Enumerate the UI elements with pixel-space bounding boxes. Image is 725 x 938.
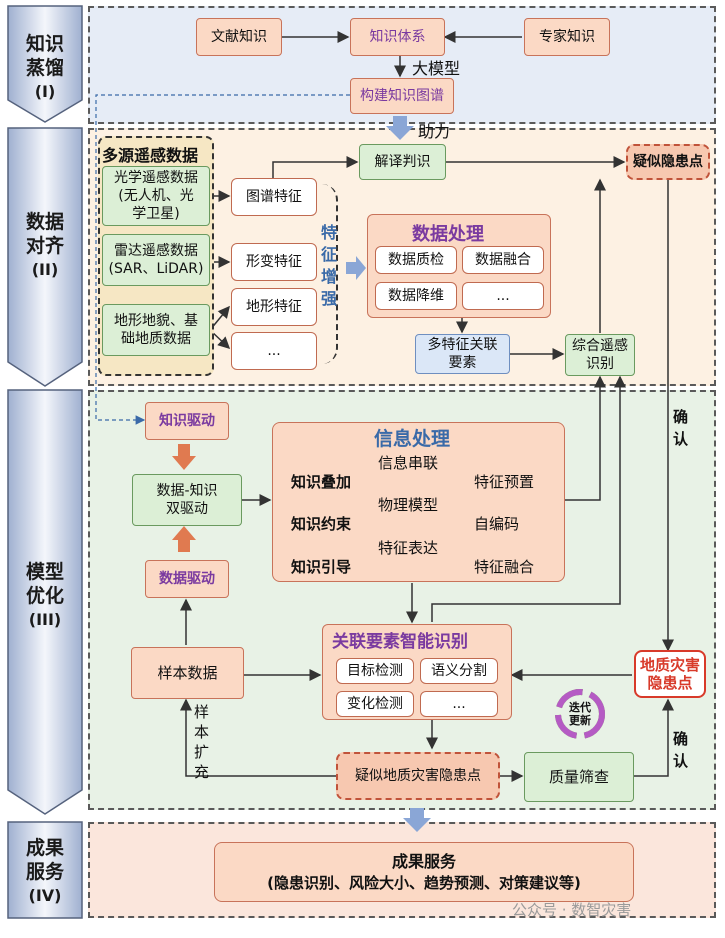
results-service-subtitle: (隐患识别、风险大小、趋势预测、对策建议等) xyxy=(267,874,581,892)
deformation-feature: 形变特征 xyxy=(231,243,317,281)
sample-expansion-label: 样 本 扩 充 xyxy=(194,703,210,781)
stage3-label: 模型 优化(III) xyxy=(25,561,64,629)
info-chain: 信息串联 xyxy=(378,454,439,472)
terrain-feature: 地形特征 xyxy=(231,288,317,326)
comprehensive-rs-identification: 综合遥感 识别 xyxy=(565,334,635,376)
sample-data: 样本数据 xyxy=(131,647,244,699)
geo-hazard-point: 地质灾害 隐患点 xyxy=(634,650,706,698)
terrain-source: 地形地貌、基 础地质数据 xyxy=(102,304,210,356)
data-drive: 数据驱动 xyxy=(145,560,229,598)
stage2-label: 数据 对齐(II) xyxy=(25,211,64,279)
stage1-label: 知识 蒸馏(I) xyxy=(25,33,64,101)
data-fusion: 数据融合 xyxy=(462,246,544,274)
watermark: 公众号 · 数智灾害 xyxy=(512,901,632,919)
physical-model: 物理模型 xyxy=(378,496,439,514)
assoc-more: ... xyxy=(420,691,498,717)
knowledge-overlay: 知识叠加 xyxy=(291,473,352,491)
results-service-title: 成果服务 xyxy=(391,852,456,871)
data-more: ... xyxy=(462,282,544,310)
dual-drive: 数据-知识 双驱动 xyxy=(132,474,242,526)
build-knowledge-graph: 构建知识图谱 xyxy=(350,78,454,114)
expert-knowledge: 专家知识 xyxy=(524,18,610,56)
confirm-label-lower: 确 认 xyxy=(673,730,689,770)
object-detection: 目标检测 xyxy=(336,658,414,684)
stage4-label: 成果 服务(IV) xyxy=(25,837,64,905)
feature-fusion: 特征融合 xyxy=(474,558,535,576)
info-processing-title: 信息处理 xyxy=(374,428,451,450)
feature-preset: 特征预置 xyxy=(474,473,535,491)
quality-screening: 质量筛查 xyxy=(524,752,634,802)
knowledge-guide: 知识引导 xyxy=(291,558,352,576)
iterate-update-icon: 迭代 更新 xyxy=(569,701,591,727)
data-reduction: 数据降维 xyxy=(375,282,457,310)
interpret-box: 解译判识 xyxy=(359,144,446,180)
llm-label: 大模型 xyxy=(412,59,461,78)
info-processing-panel xyxy=(272,422,565,582)
knowledge-constraint: 知识约束 xyxy=(291,515,352,533)
optical-source: 光学遥感数据 (无人机、光 学卫星) xyxy=(102,166,210,226)
knowledge-system: 知识体系 xyxy=(350,18,445,56)
results-service-box xyxy=(214,842,634,902)
data-qc: 数据质检 xyxy=(375,246,457,274)
suspected-geo-hazard-point: 疑似地质灾害隐患点 xyxy=(336,752,500,800)
literature-knowledge: 文献知识 xyxy=(196,18,282,56)
autoencoder: 自编码 xyxy=(474,515,520,533)
change-detection: 变化检测 xyxy=(336,691,414,717)
assoc-identification-title: 关联要素智能识别 xyxy=(332,632,468,652)
suspected-point-s2: 疑似隐患点 xyxy=(626,144,710,180)
feature-expression: 特征表达 xyxy=(378,539,439,557)
enhance-brace xyxy=(322,184,338,364)
more-feature: ... xyxy=(231,332,317,370)
multisource-title: 多源遥感数据 xyxy=(102,146,199,165)
data-processing-title: 数据处理 xyxy=(412,224,484,245)
assist-label: 助力 xyxy=(418,122,451,141)
radar-source: 雷达遥感数据 (SAR、LiDAR) xyxy=(102,234,210,286)
spectral-feature: 图谱特征 xyxy=(231,178,317,216)
knowledge-drive: 知识驱动 xyxy=(145,402,229,440)
confirm-label-upper: 确 认 xyxy=(673,408,689,448)
semantic-segmentation: 语义分割 xyxy=(420,658,498,684)
multi-feature-elements: 多特征关联 要素 xyxy=(415,334,510,374)
feature-enhance-label: 特 征 增 强 xyxy=(321,223,338,308)
